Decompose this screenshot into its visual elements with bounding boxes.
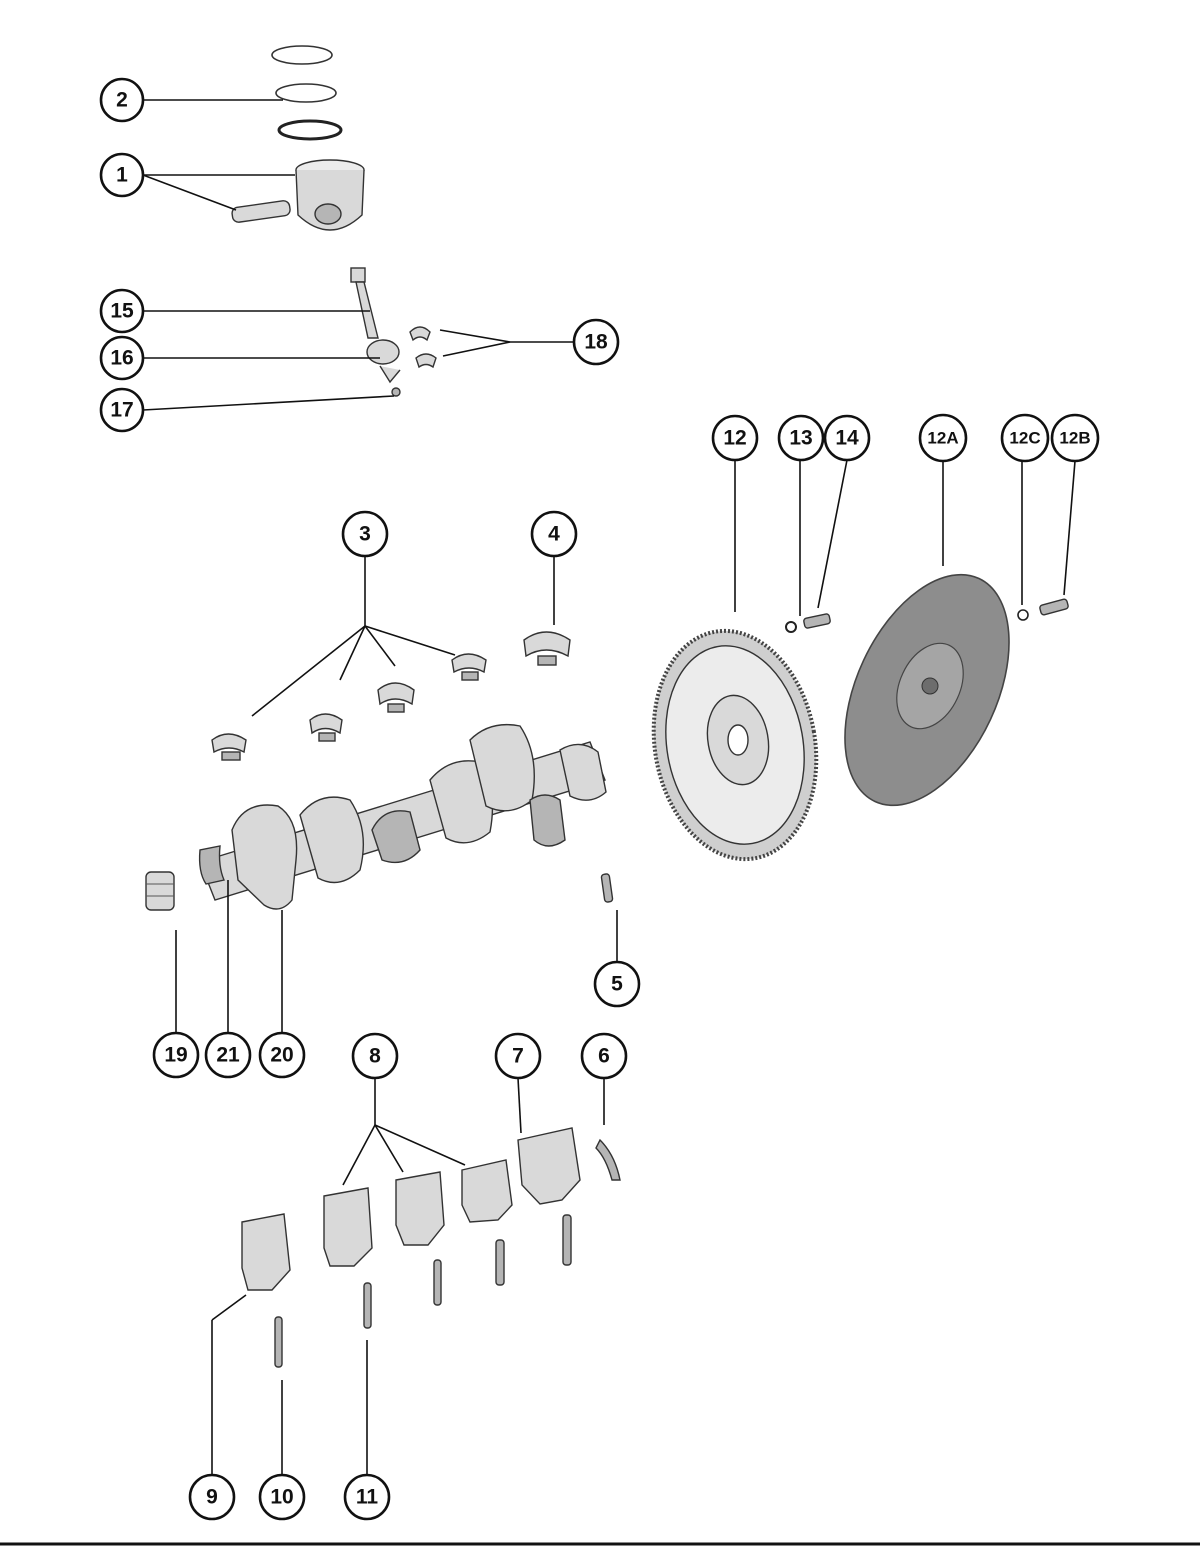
svg-text:5: 5 [611, 973, 623, 996]
callout-3: 3 [341, 510, 389, 558]
crankshaft-drawing [198, 723, 607, 910]
svg-text:18: 18 [584, 331, 608, 354]
svg-text:1: 1 [116, 164, 128, 187]
svg-text:21: 21 [216, 1044, 240, 1067]
callout-19: 19 [152, 1031, 200, 1079]
callout-13: 13 [777, 414, 825, 462]
callout-12b: 12B [1050, 413, 1100, 463]
svg-text:6: 6 [598, 1045, 610, 1068]
piston-rings-drawing [271, 45, 343, 141]
svg-text:2: 2 [116, 89, 128, 112]
svg-text:12C: 12C [1009, 429, 1040, 448]
callout-18: 18 [572, 318, 620, 366]
flywheel-drawing [651, 628, 819, 862]
callout-14: 14 [823, 414, 871, 462]
callout-11: 11 [343, 1473, 391, 1521]
svg-text:7: 7 [512, 1045, 524, 1068]
svg-text:9: 9 [206, 1486, 218, 1509]
svg-text:4: 4 [548, 523, 560, 546]
bearing-caps-drawing [241, 1127, 581, 1291]
leader-lines [142, 99, 1076, 1475]
svg-text:15: 15 [110, 300, 134, 323]
clutch-disc-drawing [844, 573, 1010, 807]
svg-text:10: 10 [270, 1486, 293, 1509]
callout-21: 21 [204, 1031, 252, 1079]
crank-gear-drawing [145, 871, 175, 911]
svg-text:12B: 12B [1059, 429, 1090, 448]
svg-text:17: 17 [110, 399, 133, 422]
connecting-rod-drawing [350, 267, 401, 397]
svg-text:3: 3 [359, 523, 371, 546]
svg-text:12: 12 [723, 427, 746, 450]
svg-text:19: 19 [164, 1044, 187, 1067]
callout-2: 2 [99, 77, 145, 123]
main-bearings-drawing [211, 631, 571, 761]
callout-6: 6 [580, 1032, 628, 1080]
svg-text:20: 20 [270, 1044, 293, 1067]
callout-16: 16 [99, 335, 145, 381]
callout-1: 1 [99, 152, 145, 198]
callout-9: 9 [188, 1473, 236, 1521]
callout-12c: 12C [1000, 413, 1050, 463]
rod-bearings-drawing [409, 326, 437, 369]
piston-drawing [231, 159, 365, 231]
callout-12: 12 [711, 414, 759, 462]
clutch-bolt-drawing [1017, 598, 1069, 621]
callout-4: 4 [530, 510, 578, 558]
flywheel-bolt-drawing [785, 613, 831, 633]
svg-text:11: 11 [356, 1486, 379, 1509]
svg-text:13: 13 [789, 427, 812, 450]
thrust-bearing-drawing [595, 1138, 621, 1181]
cap-bolts-drawing [274, 1214, 572, 1368]
callout-8: 8 [351, 1032, 399, 1080]
dowel-pin-drawing [600, 873, 614, 903]
svg-text:16: 16 [110, 347, 133, 370]
callout-10: 10 [258, 1473, 306, 1521]
callout-15: 15 [99, 288, 145, 334]
callout-5: 5 [593, 960, 641, 1008]
callout-12a: 12A [918, 413, 968, 463]
callout-7: 7 [494, 1032, 542, 1080]
callout-20: 20 [258, 1031, 306, 1079]
callout-17: 17 [99, 387, 145, 433]
svg-text:8: 8 [369, 1045, 381, 1068]
svg-text:12A: 12A [927, 429, 958, 448]
svg-text:14: 14 [835, 427, 859, 450]
